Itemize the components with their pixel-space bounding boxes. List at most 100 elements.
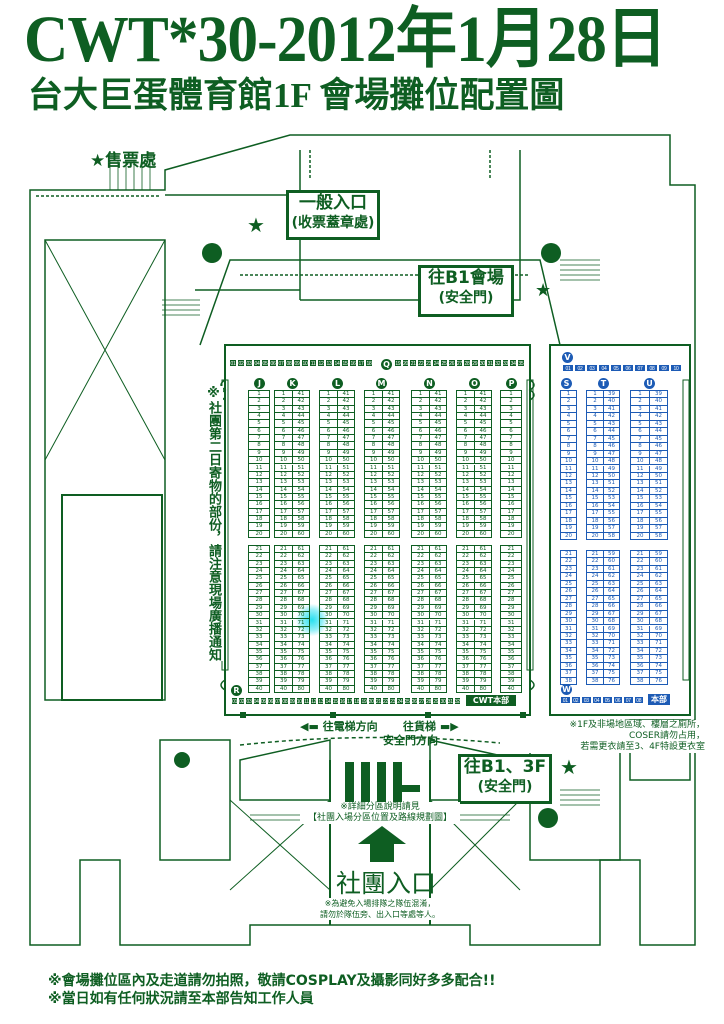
booth-cell[interactable]: 71 [474,619,491,627]
booth-cell[interactable]: 46 [382,427,399,436]
booth-cell[interactable]: 43 [429,405,446,414]
booth-cell[interactable]: 22 [249,553,269,561]
booth-cell[interactable]: 13 [325,359,333,367]
booth-cell[interactable]: 48 [292,442,309,450]
booth-cell[interactable]: 36 [457,656,474,664]
booth-cell[interactable]: 44 [337,413,354,421]
booth-cell[interactable]: 22 [587,558,603,566]
booth-cell[interactable]: 14 [249,487,269,494]
booth-cell[interactable]: 21 [320,546,337,554]
booth-cell[interactable]: 68 [382,597,399,605]
booth-cell[interactable]: 9 [501,450,521,458]
booth-cell[interactable]: 62 [603,573,619,581]
booth-cell[interactable]: 30 [249,612,269,620]
booth-cell[interactable]: 50 [382,457,399,465]
booth-cell[interactable]: 54 [429,486,446,494]
booth-cell[interactable]: 31 [320,620,337,627]
booth-cell[interactable]: 05 [259,697,267,705]
booth-cell[interactable]: 67 [603,610,619,619]
booth-cell[interactable]: 18 [631,518,649,526]
booth-cell[interactable]: 47 [292,435,309,443]
booth-cell[interactable]: 62 [649,573,667,581]
booth-cell[interactable]: 57 [603,525,619,533]
booth-cell[interactable]: 12 [249,472,269,480]
booth-cell[interactable]: 12 [501,472,521,480]
booth-cell[interactable]: 36 [412,656,429,664]
booth-cell[interactable]: 39 [603,391,619,399]
booth-cell[interactable]: 34 [365,642,382,649]
booth-cell[interactable]: 76 [337,656,354,664]
booth-cell[interactable]: 40 [649,398,667,406]
booth-cell[interactable]: 78 [429,670,446,679]
booth-cell[interactable]: 4 [412,413,429,421]
booth-cell[interactable]: 25 [403,697,411,705]
booth-cell[interactable]: 25 [440,359,448,367]
booth-cell[interactable]: 11 [631,466,649,473]
booth-cell[interactable]: 25 [561,581,576,589]
booth-cell[interactable]: 5 [631,421,649,429]
booth-cell[interactable]: 35 [457,649,474,657]
booth-cell[interactable]: 32 [320,627,337,635]
booth-cell[interactable]: 3 [275,406,292,414]
booth-cell[interactable]: 15 [457,494,474,502]
booth-cell[interactable]: 38 [631,678,649,686]
booth-cell[interactable]: 32 [501,627,521,635]
booth-cell[interactable]: 67 [382,590,399,598]
booth-cell[interactable]: 26 [249,583,269,591]
booth-cell[interactable]: 19 [360,697,368,705]
booth-cell[interactable]: 20 [275,531,292,538]
booth-cell[interactable]: 63 [382,560,399,569]
booth-cell[interactable]: 46 [649,443,667,451]
booth-cell[interactable]: 38 [249,671,269,679]
booth-cell[interactable]: 15 [501,494,521,502]
booth-cell[interactable]: 30 [365,612,382,620]
booth-cell[interactable]: 32 [275,627,292,635]
booth-cell[interactable]: 26 [412,583,429,591]
booth-cell[interactable]: 56 [337,501,354,509]
booth-cell[interactable]: 26 [561,588,576,596]
booth-cell[interactable]: 48 [474,442,491,450]
booth-cell[interactable]: 44 [429,413,446,421]
booth-cell[interactable]: 50 [292,457,309,465]
booth-cell[interactable]: 1 [320,391,337,399]
booth-cell[interactable]: 16 [501,501,521,509]
booth-cell[interactable]: 48 [429,442,446,450]
booth-cell[interactable]: 33 [631,640,649,648]
booth-cell[interactable]: 21 [412,546,429,554]
booth-cell[interactable]: 62 [292,553,309,561]
booth-cell[interactable]: 61 [603,565,619,574]
booth-cell[interactable]: 77 [292,663,309,671]
booth-cell[interactable]: 55 [603,510,619,518]
booth-cell[interactable]: 51 [603,480,619,488]
booth-cell[interactable]: 16 [338,697,346,705]
booth-cell[interactable]: 40 [249,686,269,693]
booth-cell[interactable]: 42 [382,398,399,406]
booth-cell[interactable]: 3 [587,406,603,414]
booth-cell[interactable]: 01 [560,696,571,704]
booth-cell[interactable]: 75 [474,648,491,657]
booth-cell[interactable]: 60 [429,530,446,538]
booth-cell[interactable]: 32 [365,627,382,635]
booth-cell[interactable]: 47 [382,435,399,443]
booth-cell[interactable]: 5 [320,420,337,428]
booth-cell[interactable]: 1 [412,391,429,399]
booth-cell[interactable]: 18 [412,516,429,524]
booth-cell[interactable]: 01 [562,364,574,372]
booth-cell[interactable]: 32 [561,633,576,641]
booth-cell[interactable]: 60 [474,530,491,538]
booth-cell[interactable]: 38 [320,671,337,679]
booth-cell[interactable]: 40 [275,686,292,693]
booth-cell[interactable]: 46 [474,427,491,436]
booth-cell[interactable]: 07 [274,697,282,705]
booth-cell[interactable]: 68 [603,618,619,626]
booth-cell[interactable]: 14 [457,487,474,494]
booth-cell[interactable]: 34 [509,359,517,367]
booth-cell[interactable]: 77 [337,663,354,671]
booth-cell[interactable]: 75 [429,648,446,657]
booth-cell[interactable]: 29 [457,605,474,613]
booth-cell[interactable]: 70 [429,612,446,620]
booth-cell[interactable]: 64 [474,568,491,576]
booth-cell[interactable]: 31 [365,620,382,627]
booth-cell[interactable]: 38 [501,671,521,679]
booth-cell[interactable]: 33 [587,640,603,648]
